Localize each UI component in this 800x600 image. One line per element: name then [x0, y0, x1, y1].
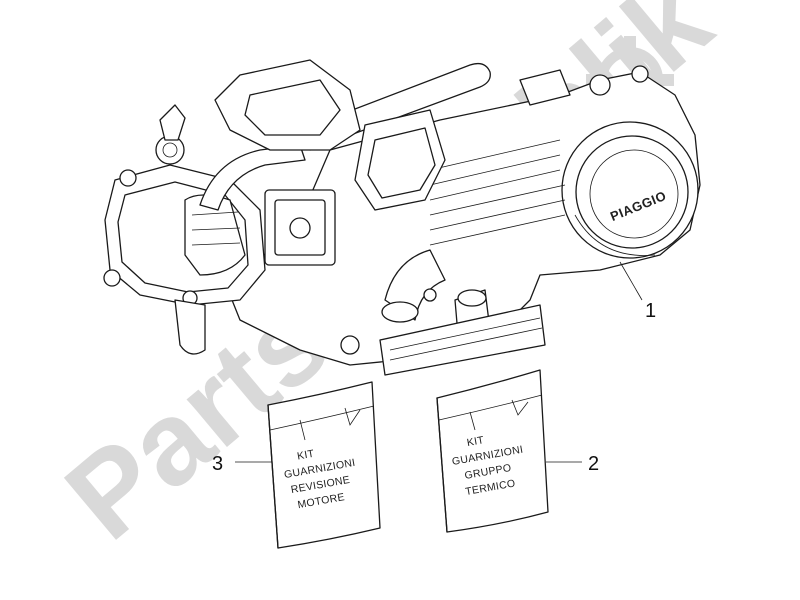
engine-assembly: PIAGGIO: [103, 59, 701, 376]
gasket-kit-thermal-group: KIT GUARNIZIONI GRUPPO TERMICO: [436, 369, 582, 533]
lower-hose: [174, 299, 206, 355]
callout-2: 2: [588, 453, 599, 475]
gasket-kit-engine-overhaul: KIT GUARNIZIONI REVISIONE MOTORE: [235, 381, 381, 549]
crankcase-ribs: [429, 139, 566, 246]
kit2-line-1: KIT: [466, 434, 485, 449]
transmission-cover: [561, 121, 699, 259]
callout-1: 1: [645, 300, 656, 322]
callout-3: 3: [212, 453, 223, 475]
coolant-hose: [199, 144, 306, 211]
kit3-line-1: KIT: [296, 448, 315, 463]
leader-line-1: [619, 261, 643, 301]
